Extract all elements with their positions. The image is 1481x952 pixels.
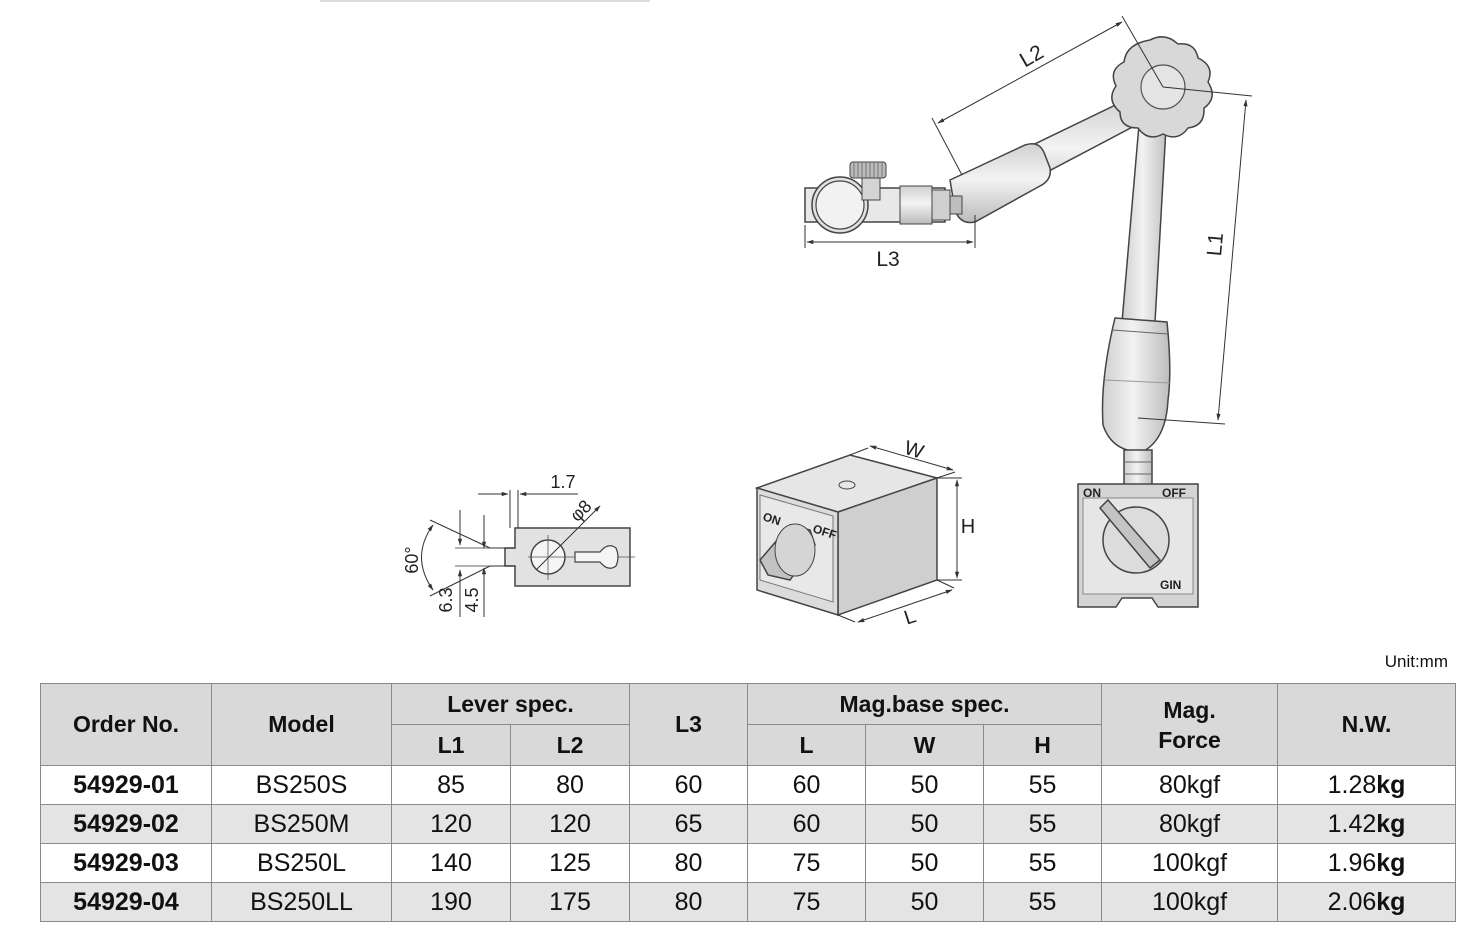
table-row: 54929-02 BS250M 120 120 65 60 50 55 80kg…: [40, 804, 1457, 844]
clamp-hole-detail: 60° 1.7 φ8 6.3 4.5: [402, 472, 635, 617]
cell-nw: 1.28kg: [1277, 765, 1457, 805]
cube-on-label: ON: [761, 510, 782, 529]
cell-nw: 1.42kg: [1277, 804, 1457, 844]
label-4-5: 4.5: [462, 587, 482, 612]
cell-h: 55: [982, 765, 1103, 805]
cell-nw-value: 1.28: [1327, 770, 1377, 799]
cell-nw-unit: kg: [1376, 809, 1406, 838]
label-phi8: φ8: [566, 496, 595, 525]
cell-model: BS250S: [211, 765, 392, 805]
magnetic-base-3d: ON OFF W H L: [754, 437, 975, 629]
cell-order: 54929-01: [40, 765, 212, 805]
header-order-no: Order No.: [40, 683, 212, 766]
header-l1: L1: [391, 724, 511, 766]
cell-nw: 1.96kg: [1277, 843, 1457, 883]
magnetic-base-front: ON OFF GIN: [1077, 483, 1199, 608]
label-l2: L2: [1016, 41, 1048, 73]
cell-nw-value: 1.42: [1327, 809, 1377, 838]
cell-nw: 2.06kg: [1277, 882, 1457, 922]
header-mag-base-spec: Mag.base spec.: [746, 683, 1103, 725]
table-row: 54929-04 BS250LL 190 175 80 75 50 55 100…: [40, 882, 1457, 922]
cell-h: 55: [982, 882, 1103, 922]
header-l3: L3: [629, 683, 748, 766]
cell-l2: 80: [510, 765, 630, 805]
cell-order: 54929-02: [40, 804, 212, 844]
cell-l: 75: [747, 882, 866, 922]
cell-l3: 65: [629, 804, 748, 844]
cell-l2: 175: [510, 882, 630, 922]
cell-l3: 60: [629, 765, 748, 805]
switch-off-label: OFF: [1162, 486, 1186, 500]
cell-force: 100kgf: [1101, 843, 1279, 883]
cell-model: BS250LL: [211, 882, 392, 922]
cell-nw-value: 2.06: [1327, 887, 1377, 916]
label-60deg: 60°: [402, 546, 422, 573]
arm-assembly: [949, 36, 1213, 491]
cell-order: 54929-04: [40, 882, 212, 922]
spec-table: Order No. Model Lever spec. L3 Mag.base …: [40, 683, 1457, 922]
cell-nw-value: 1.96: [1327, 848, 1377, 877]
cell-l: 60: [747, 804, 866, 844]
cell-h: 55: [982, 843, 1103, 883]
dimension-l1: L1: [1137, 86, 1253, 425]
header-w: W: [865, 724, 984, 766]
cell-force: 80kgf: [1101, 765, 1279, 805]
header-model: Model: [211, 683, 392, 766]
cell-l3: 80: [629, 843, 748, 883]
header-h: H: [982, 724, 1103, 766]
header-l2: L2: [510, 724, 630, 766]
table-row: 54929-01 BS250S 85 80 60 60 50 55 80kgf …: [40, 765, 1457, 805]
cell-h: 55: [982, 804, 1103, 844]
cell-nw-unit: kg: [1376, 770, 1406, 799]
cell-l: 60: [747, 765, 866, 805]
header-nw: N.W.: [1277, 683, 1457, 766]
unit-label: Unit:mm: [1384, 652, 1448, 671]
cell-l2: 120: [510, 804, 630, 844]
label-1-7: 1.7: [550, 472, 575, 492]
cell-l1: 120: [391, 804, 511, 844]
cell-model: BS250M: [211, 804, 392, 844]
cell-force: 100kgf: [1101, 882, 1279, 922]
header-mag-force-line1: Mag.: [1163, 696, 1216, 723]
cell-l2: 125: [510, 843, 630, 883]
cell-w: 50: [865, 765, 984, 805]
cell-l3: 80: [629, 882, 748, 922]
clamp-head: [804, 161, 963, 234]
cell-w: 50: [865, 843, 984, 883]
cell-w: 50: [865, 882, 984, 922]
cell-w: 50: [865, 804, 984, 844]
header-mag-force: Mag. Force: [1101, 683, 1279, 766]
header-lever-spec: Lever spec.: [391, 683, 630, 725]
label-w: W: [901, 437, 926, 464]
cell-model: BS250L: [211, 843, 392, 883]
table-row: 54929-03 BS250L 140 125 80 75 50 55 100k…: [40, 843, 1457, 883]
label-h: H: [961, 516, 975, 538]
cell-l1: 140: [391, 843, 511, 883]
cell-force: 80kgf: [1101, 804, 1279, 844]
dimension-l3: L3: [804, 215, 976, 271]
switch-gin-label: GIN: [1160, 578, 1181, 592]
cell-order: 54929-03: [40, 843, 212, 883]
switch-on-label: ON: [1083, 486, 1101, 500]
header-l: L: [747, 724, 866, 766]
cell-l1: 190: [391, 882, 511, 922]
label-l1: L1: [1203, 232, 1228, 257]
cell-l1: 85: [391, 765, 511, 805]
label-l: L: [901, 605, 918, 629]
technical-drawing: L3 L2 L1 ON OFF GIN ON OFF: [320, 0, 1253, 629]
cell-nw-unit: kg: [1376, 848, 1406, 877]
cell-l: 75: [747, 843, 866, 883]
cell-nw-unit: kg: [1376, 887, 1406, 916]
label-l3: L3: [876, 248, 899, 271]
label-6-3: 6.3: [436, 587, 456, 612]
header-mag-force-line2: Force: [1158, 726, 1221, 753]
